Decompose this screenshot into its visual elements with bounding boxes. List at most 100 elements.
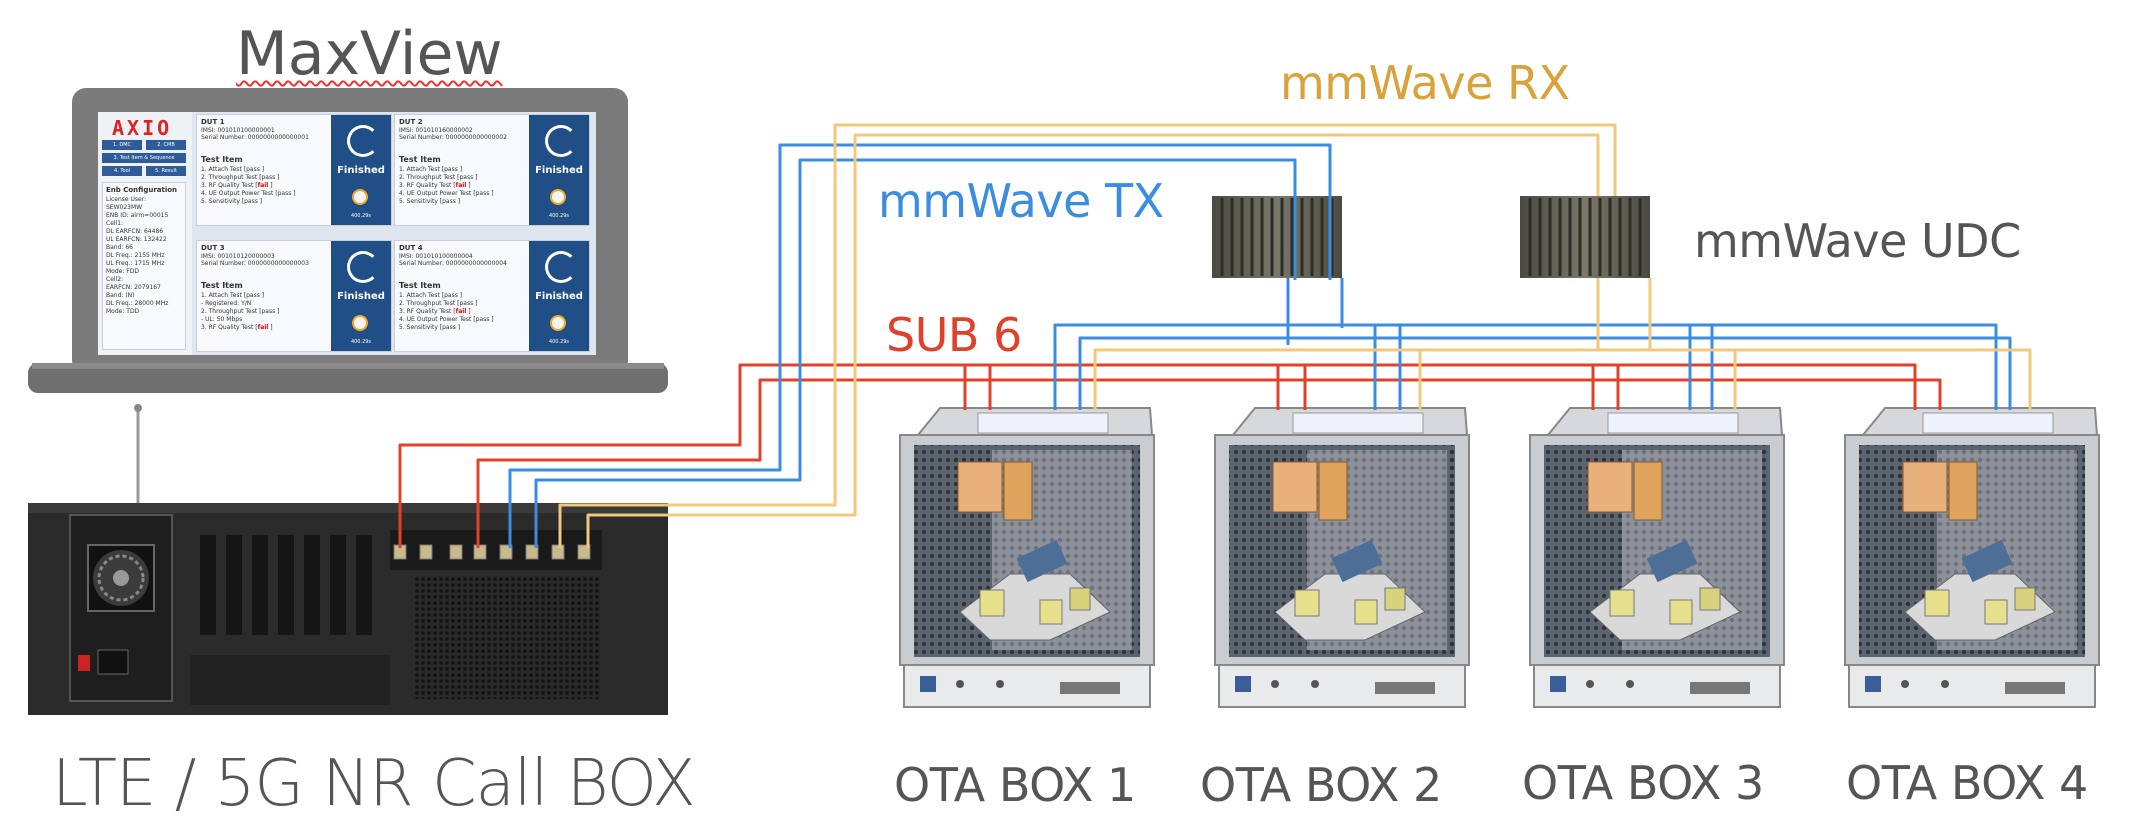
test-item-close: ] (455, 198, 461, 205)
dut-card-1[interactable]: DUT 1 IMSI: 001010100000001 Serial Numbe… (196, 114, 392, 226)
test-item-name: 1. Attach Test [ (201, 166, 247, 173)
call-box-label: LTE / 5G NR Call BOX (52, 747, 696, 821)
test-item-result: pass (444, 166, 458, 173)
ota-box-4-label: OTA BOX 4 (1846, 756, 2088, 810)
ota-box-2-label: OTA BOX 2 (1200, 758, 1442, 812)
test-item-row: 2. Throughput Test [pass ] (399, 174, 529, 182)
test-item-result: pass (475, 316, 490, 323)
enb-line: ENB ID: alrm=00015 (106, 212, 169, 219)
menu-result-button[interactable]: 5. Result (146, 166, 186, 176)
test-item-name: 4. UE Output Power Test [ (399, 190, 476, 197)
enb-configuration-panel: Enb Configuration License User: SEW023MW… (102, 182, 186, 350)
test-item-close: ] (268, 324, 273, 331)
test-item-row: 5. Sensitivity [pass ] (399, 198, 529, 206)
test-item-name: 3. RF Quality Test [ (201, 324, 258, 331)
dut-imsi: IMSI: 001010120000003 (201, 253, 275, 260)
test-item-close: ] (489, 316, 494, 323)
refresh-icon[interactable] (347, 125, 379, 157)
udc-unit-2 (1520, 196, 1650, 278)
test-item-row: 3. RF Quality Test [fail ] (201, 324, 331, 332)
test-item-close: ] (466, 182, 471, 189)
mmwave-udc-label: mmWave UDC (1694, 214, 2021, 268)
dut-title: DUT 2 (399, 118, 423, 126)
dut-card-2[interactable]: DUT 2 IMSI: 001010160000002 Serial Numbe… (394, 114, 590, 226)
test-item-heading: Test Item (399, 281, 441, 290)
mmwave-tx-cable (1078, 336, 2012, 410)
test-item-row: 3. RF Quality Test [fail ] (399, 182, 529, 190)
test-item-row: - Registered: Y/N (201, 300, 331, 308)
sub6-label: SUB 6 (886, 308, 1022, 362)
dut-serial: Serial Number: 0000000000000003 (201, 260, 309, 267)
test-item-close: ] (473, 174, 478, 181)
menu-tool-button[interactable]: 4. Tool (102, 166, 142, 176)
test-item-row: 2. Throughput Test [pass ] (399, 300, 529, 308)
enb-title: Enb Configuration (106, 186, 178, 194)
test-item-heading: Test Item (399, 155, 441, 164)
dut-imsi: IMSI: 001010160000002 (399, 127, 473, 134)
enb-line: Cell1: (106, 220, 124, 227)
enb-line: UL EARFCN: 132422 (106, 236, 167, 243)
test-item-row: 5. Sensitivity [pass ] (399, 324, 529, 332)
dut-imsi: IMSI: 001010100000001 (201, 127, 275, 134)
maxview-title: MaxView (236, 19, 503, 89)
test-item-close: ] (259, 166, 265, 173)
refresh-icon[interactable] (545, 251, 577, 283)
test-item-name: 3. RF Quality Test [ (399, 182, 456, 189)
test-item-close: ] (455, 324, 461, 331)
test-item-name: 2. Throughput Test [ (201, 308, 262, 315)
test-item-result: pass (244, 198, 258, 205)
ota-box-1-label: OTA BOX 1 (894, 758, 1136, 812)
test-item-row: 4. UE Output Power Test [pass ] (201, 190, 331, 198)
dut-card-4[interactable]: DUT 4 IMSI: 001010100000004 Serial Numbe… (394, 240, 590, 352)
enb-line: EARFCN: 2079167 (106, 284, 161, 291)
menu-test-item-button[interactable]: 3. Test Item & Sequence (102, 153, 186, 163)
ota-box-4 (1844, 407, 2100, 708)
test-item-name: 2. Throughput Test [ (399, 300, 460, 307)
enb-line: Band: (N) (106, 292, 135, 299)
test-item-result: pass (459, 174, 474, 181)
test-item-result: pass (246, 292, 260, 299)
elapsed-time: 400.29s (350, 339, 372, 345)
menu-dmc-button[interactable]: 1. DMC (102, 140, 142, 150)
test-item-result: pass (261, 174, 276, 181)
dut-card-3[interactable]: DUT 3 IMSI: 001010120000003 Serial Numbe… (196, 240, 392, 352)
test-item-row: 4. UE Output Power Test [pass ] (399, 190, 529, 198)
maxview-screen: AXIO 1. DMC 2. CMB 3. Test Item & Sequen… (98, 112, 596, 355)
test-item-result: fail (455, 308, 467, 315)
sub6-cable (398, 363, 1917, 548)
dut-serial: Serial Number: 0000000000000001 (201, 134, 309, 141)
test-item-result: pass (246, 166, 260, 173)
test-item-row: 2. Throughput Test [pass ] (201, 308, 331, 316)
dut-title: DUT 1 (201, 118, 225, 126)
menu-cmb-button[interactable]: 2. CMB (146, 140, 186, 150)
status-text: Finished (535, 291, 583, 302)
alarm-clock-icon (352, 315, 368, 331)
mmwave-rx-cable (586, 133, 1600, 548)
test-item-name: 5. Sensitivity [ (399, 198, 443, 205)
test-item-result: pass (459, 300, 474, 307)
test-item-row: 3. RF Quality Test [fail ] (399, 308, 529, 316)
dut-serial: Serial Number: 0000000000000002 (399, 134, 507, 141)
refresh-icon[interactable] (545, 125, 577, 157)
refresh-icon[interactable] (347, 251, 379, 283)
test-item-heading: Test Item (201, 155, 243, 164)
test-item-result: fail (257, 182, 269, 189)
test-item-name: 1. Attach Test [ (201, 292, 247, 299)
test-item-name: 1. Attach Test [ (399, 292, 445, 299)
dut-meta: IMSI: 001010100000004 Serial Number: 000… (399, 253, 507, 267)
dut-meta: IMSI: 001010100000001 Serial Number: 000… (201, 127, 309, 141)
test-item-name: 1. Attach Test [ (399, 166, 445, 173)
dut-serial: Serial Number: 0000000000000004 (399, 260, 507, 267)
call-box (28, 503, 668, 715)
status-text: Finished (337, 291, 385, 302)
status-panel: Finished 400.29s (529, 241, 589, 351)
dut-title: DUT 3 (201, 244, 225, 252)
mmwave-tx-label: mmWave TX (878, 174, 1164, 228)
mmwave-rx-label: mmWave RX (1280, 56, 1570, 110)
test-item-row: 1. Attach Test [pass ] (399, 166, 529, 174)
mmwave-tx-cable (508, 143, 1332, 548)
test-item-result: pass (442, 324, 456, 331)
mmwave-rx-cable (558, 123, 1617, 548)
